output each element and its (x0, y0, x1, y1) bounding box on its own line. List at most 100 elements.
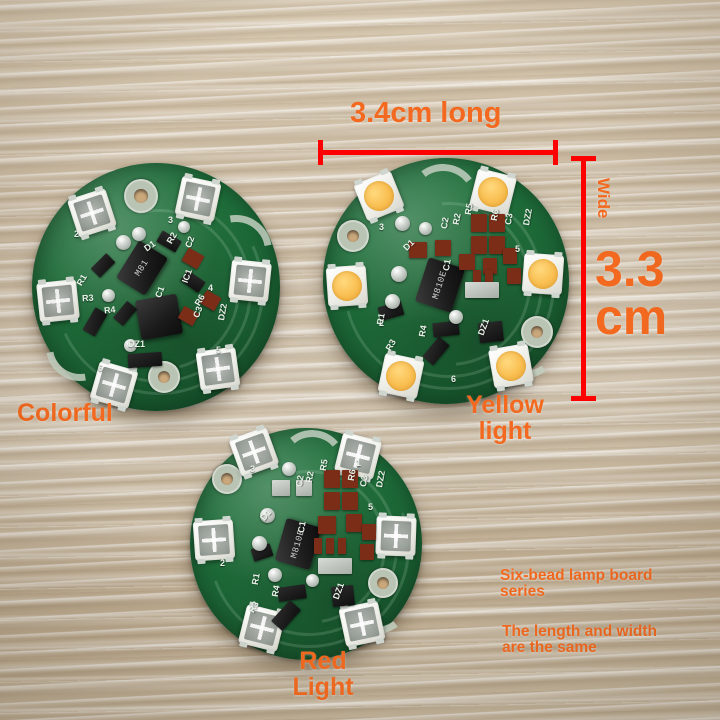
silkscreen-label: R2 (450, 212, 463, 226)
led-package (487, 340, 535, 392)
solder-joint (178, 221, 190, 233)
led-package (174, 172, 222, 226)
smd-resistor (485, 270, 493, 288)
pcb-board-colorful[interactable]: M81 R1 R2 R3 R4 R6 C1 C2 C3 IC1 D1 DZ1 D… (24, 155, 294, 425)
dimension-endcap-top (571, 156, 596, 161)
silkscreen-label: R5 (462, 202, 475, 216)
copper-pad (465, 282, 499, 298)
silkscreen-label: 6 (98, 363, 104, 373)
led-package (338, 597, 386, 651)
smd-capacitor (459, 254, 475, 270)
ic-chip-secondary (134, 293, 184, 341)
smd-inductor (272, 480, 290, 496)
solder-joint (449, 310, 463, 324)
smd-capacitor (409, 242, 427, 258)
silkscreen-label: R4 (269, 584, 282, 598)
dimension-label-length: 3.4cm long (350, 97, 502, 129)
led-package (521, 249, 565, 299)
smd-capacitor (489, 236, 505, 254)
solder-joint (260, 508, 275, 523)
solder-joint (391, 266, 407, 282)
solder-joint (124, 339, 137, 352)
smd-resistor (338, 538, 346, 554)
note-series-name: Six-bead lamp board series (500, 567, 653, 601)
led-package (36, 276, 80, 326)
led-package (375, 512, 417, 560)
mounting-hole (337, 220, 369, 252)
silkscreen-label: 5 (368, 502, 374, 512)
smd-capacitor (324, 492, 340, 510)
silkscreen-label: 6 (451, 374, 457, 384)
board-label-yellow-light: Yellow light (466, 391, 544, 446)
smd-capacitor (471, 236, 487, 254)
led-package (377, 349, 425, 403)
silkscreen-label: C2 (438, 216, 451, 230)
solder-joint (102, 289, 115, 302)
silkscreen-label: 4 (208, 283, 214, 293)
solder-joint (385, 294, 400, 309)
silkscreen-label: C2 (293, 474, 306, 488)
smd-capacitor (471, 214, 487, 232)
silkscreen-label: 2 (379, 318, 385, 328)
board-label-colorful: Colorful (17, 399, 113, 427)
solder-joint (268, 568, 282, 582)
led-package (192, 515, 236, 565)
smd-capacitor (342, 470, 358, 488)
dimension-line-vertical (581, 158, 586, 400)
mounting-hole (368, 568, 398, 598)
dimension-label-wide: Wide (594, 178, 613, 219)
pcb-board-red-light[interactable]: M810E R2 R5 R6 C2 C3 C1 DZ2 R1 R4 R3 (174, 412, 444, 682)
silkscreen-label: C1 (295, 520, 308, 534)
copper-pad (318, 558, 352, 574)
silkscreen-label: R6 (345, 468, 358, 482)
smd-capacitor (503, 248, 517, 264)
silkscreen-label: R4 (416, 324, 429, 338)
silkscreen-label: C1 (440, 258, 453, 272)
smd-capacitor (318, 516, 336, 534)
silkscreen-label: 5 (216, 345, 222, 355)
smd-capacitor (324, 470, 340, 488)
mounting-hole (521, 316, 553, 348)
silkscreen-label: 3 (379, 222, 385, 232)
board-label-red-light: Red Light (292, 647, 354, 702)
solder-joint (116, 235, 131, 250)
silkscreen-label: 2 (74, 229, 80, 239)
dimension-endcap-right (553, 140, 558, 165)
silkscreen-label: R1 (249, 572, 262, 586)
smd-capacitor (346, 514, 362, 532)
smd-resistor (326, 538, 334, 554)
mounting-hole (124, 179, 158, 213)
solder-joint (252, 536, 267, 551)
smd-resistor (314, 538, 322, 554)
silkscreen-label: R3 (81, 292, 94, 304)
solder-joint (132, 227, 146, 241)
silkscreen-label: R5 (317, 458, 330, 472)
mounting-hole (212, 464, 242, 494)
silkscreen-label: 5 (515, 244, 521, 254)
silkscreen-label: C3 (502, 212, 515, 226)
silkscreen-label: R6 (488, 208, 501, 222)
led-package (228, 256, 272, 306)
silkscreen-label: 3 (168, 215, 174, 225)
solder-joint (282, 462, 296, 476)
pcb-board-yellow-light[interactable]: M810E R2 R5 R6 C2 C3 C1 DZ2 R1 R4 R3 D (304, 139, 594, 429)
smd-capacitor (489, 214, 505, 232)
silkscreen-label: R2 (303, 470, 316, 484)
smd-inductor (296, 480, 312, 496)
smd-capacitor (360, 544, 374, 560)
diode-dz1 (127, 351, 163, 369)
silkscreen-label: 2 (220, 558, 226, 568)
smd-capacitor (362, 524, 376, 540)
dimension-line-horizontal (320, 150, 558, 155)
smd-capacitor (435, 240, 451, 256)
smd-capacitor (342, 492, 358, 510)
led-package (325, 261, 369, 311)
silkscreen-label: 3 (250, 464, 256, 474)
silkscreen-label: C3 (357, 474, 370, 488)
smd-resistor (473, 270, 481, 288)
dimension-endcap-left (318, 140, 323, 165)
smd-capacitor (507, 268, 521, 284)
silkscreen-label: 1 (356, 458, 362, 468)
dimension-endcap-bottom (571, 396, 596, 401)
